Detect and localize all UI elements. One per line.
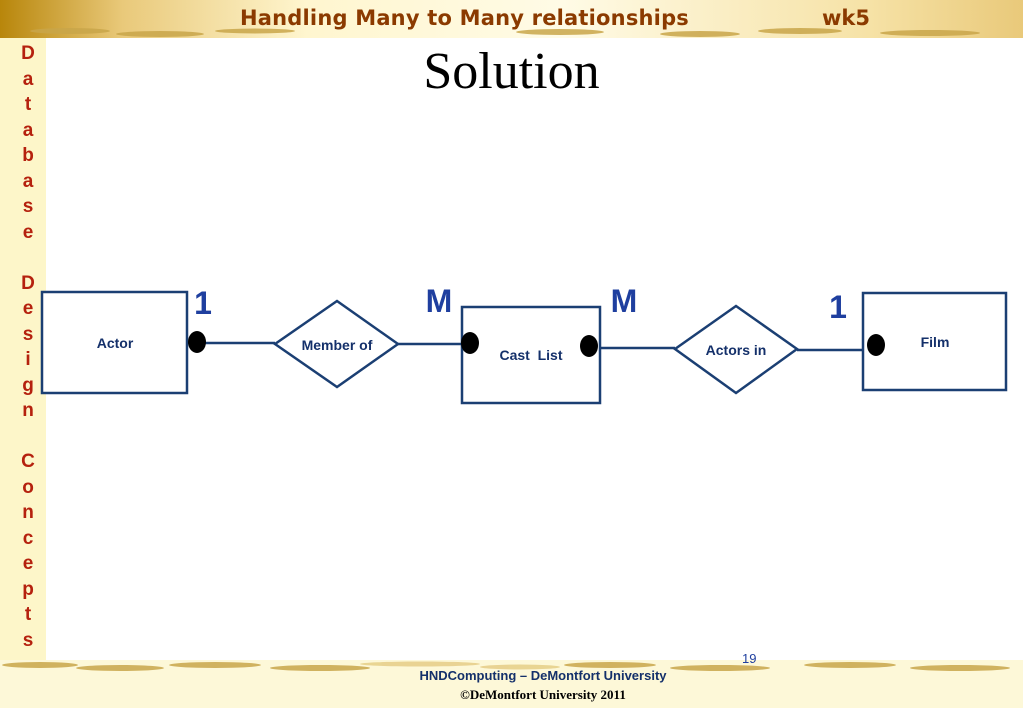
sidebar-letter: C (21, 451, 35, 472)
entity-cast-list-box (460, 305, 602, 405)
sidebar-letter: g (22, 374, 34, 396)
page-title: Solution (423, 43, 600, 100)
cardinality-cast-left: M (426, 283, 453, 319)
relationship-actors-in-label: Actors in (706, 342, 767, 358)
entity-cast-list-label: Cast List (499, 347, 562, 363)
sidebar-letter: s (22, 196, 34, 217)
sidebar-letter: p (22, 578, 34, 600)
cardinality-film-side: 1 (829, 289, 847, 325)
sidebar-letter: n (22, 502, 34, 523)
relationship-member-of-label: Member of (302, 337, 373, 353)
sidebar-letter: t (24, 604, 32, 625)
sidebar-letter: a (22, 119, 34, 141)
entity-film-label: Film (921, 334, 950, 350)
sidebar-letter: t (24, 94, 32, 115)
relationship-actors-in-diamond (672, 304, 800, 395)
sidebar-letter: s (22, 323, 34, 345)
cardinality-cast-right: M (611, 283, 638, 319)
connector-dot-actor (188, 331, 206, 353)
sidebar-letter: n (22, 400, 34, 421)
footer-institution: HNDComputing – DeMontfort University (419, 668, 667, 683)
footer-copyright: ©DeMontfort University 2011 (460, 687, 626, 702)
sidebar-letter: s (22, 629, 34, 651)
page-number: 19 (742, 651, 757, 666)
week-label: wk5 (822, 6, 870, 30)
entity-actor-box (40, 290, 189, 395)
sidebar-letter: e (22, 221, 34, 243)
sidebar-letter: a (22, 68, 34, 90)
left-sidebar (0, 38, 46, 660)
sidebar-letter: o (22, 476, 34, 498)
sidebar-letter: c (22, 527, 34, 549)
sidebar-letter: i (25, 349, 31, 370)
sidebar-letter: e (22, 298, 34, 319)
entity-actor-label: Actor (97, 335, 134, 351)
sidebar-letter: e (22, 553, 34, 574)
slide-title: Handling Many to Many relationships (240, 6, 689, 30)
connector-dot-cast-list-left (461, 332, 479, 354)
sidebar-letter: b (22, 145, 34, 166)
sidebar-letter: D (21, 272, 35, 294)
sidebar-letter: D (21, 43, 35, 64)
connector-dot-film (867, 334, 885, 356)
sidebar-letter: a (22, 170, 34, 192)
relationship-member-of-diamond (272, 299, 401, 389)
connector-dot-cast-list-right (580, 335, 598, 357)
entity-film-box (861, 291, 1008, 392)
cardinality-actor-side: 1 (194, 285, 212, 321)
